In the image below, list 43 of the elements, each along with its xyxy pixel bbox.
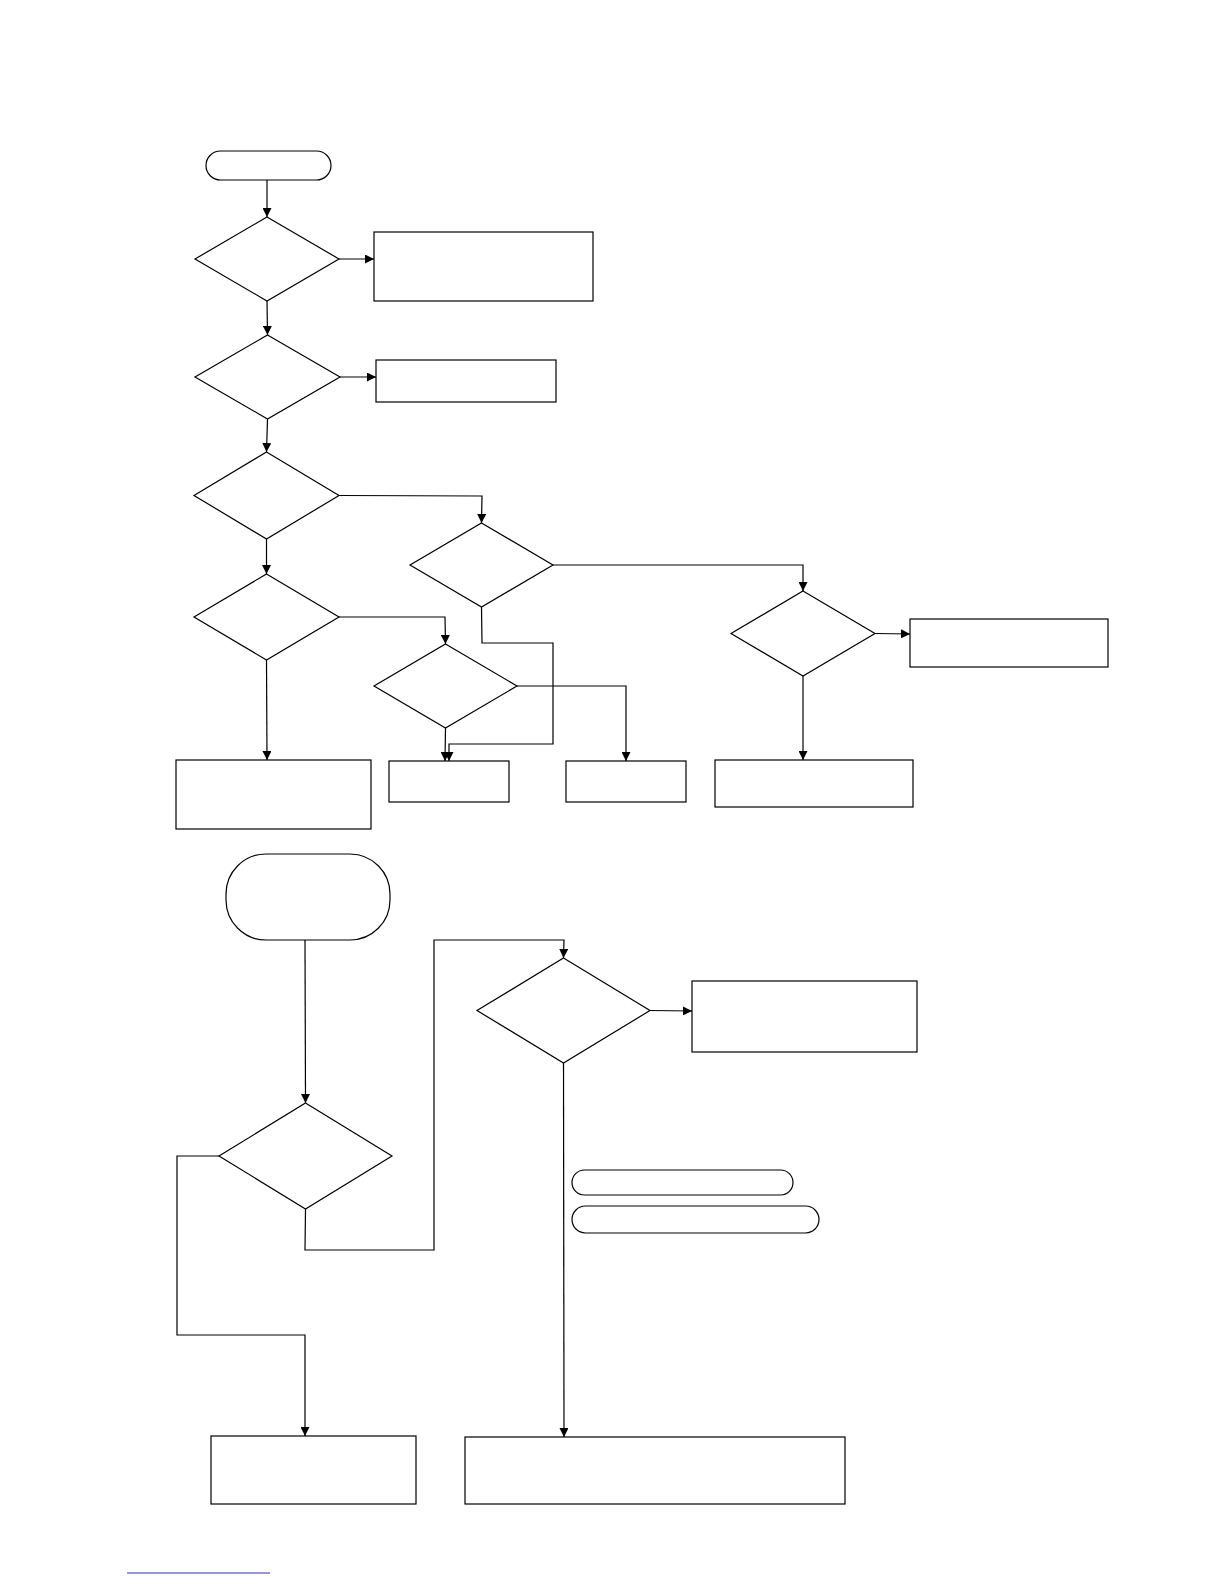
decision-diamond [731,591,875,676]
process-box [376,360,556,402]
decision-diamond [195,335,340,419]
process-box [715,760,913,807]
decision-diamond [194,574,339,660]
terminal-shape [226,854,390,940]
arrow [262,418,272,453]
process-box [465,1437,845,1504]
process-box [211,1436,416,1504]
arrow [559,1062,569,1438]
decision-diamond [410,523,553,607]
arrow [798,675,808,761]
decision-diamond [374,644,517,728]
arrow [262,538,271,575]
arrow [262,659,272,761]
decision-diamond [477,958,650,1063]
arrow [339,372,377,382]
process-box [692,981,917,1052]
arrow [304,939,569,1251]
process-box [374,232,593,301]
arrow [338,494,487,524]
arrow [262,300,272,336]
arrow [338,254,375,264]
arrow [516,685,631,762]
arrow [262,179,272,218]
terminal-shape [572,1206,819,1233]
process-box [910,619,1108,667]
arrow [552,564,808,592]
terminal-shape [206,151,331,180]
process-box [566,761,686,802]
arrow [874,629,911,639]
arrow [338,616,450,645]
decision-diamond [219,1103,392,1209]
terminal-shape [572,1170,793,1195]
arrow [440,727,450,762]
process-box [389,761,509,802]
arrow [300,939,310,1104]
arrow [444,606,554,762]
arrow [176,1155,310,1437]
decision-diamond [194,452,339,539]
arrow [649,1006,693,1016]
process-box [176,760,371,829]
decision-diamond [195,217,339,301]
